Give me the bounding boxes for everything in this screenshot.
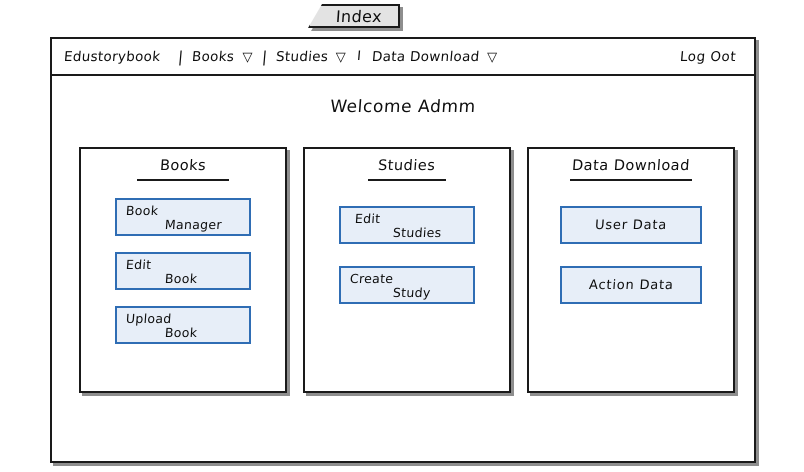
welcome-message: Welcome Admm: [329, 97, 477, 117]
user-data-button[interactable]: User Data: [560, 206, 702, 244]
panel-studies: Studies Edit Studies Create Study: [303, 147, 511, 393]
chevron-down-icon: ▽: [242, 50, 253, 65]
panel-books-title: Books: [159, 158, 207, 174]
panel-data-download: Data Download User Data Action Data: [527, 147, 735, 393]
edit-studies-button-line1: Edit: [354, 211, 381, 226]
panel-books-underline: [137, 179, 229, 181]
create-study-button-line2: Study: [392, 285, 432, 300]
edit-book-button-line1: Edit: [125, 257, 152, 272]
chevron-down-icon: ▽: [487, 50, 498, 65]
edit-book-button-line2: Book: [164, 271, 198, 286]
panel-studies-title: Studies: [377, 158, 437, 174]
create-study-button[interactable]: Create Study: [339, 266, 475, 304]
nav-item-data-download[interactable]: Data Download ▽: [370, 48, 498, 65]
nav-brand-edustorybook[interactable]: Edustorybook: [63, 48, 161, 65]
panel-books-buttons: Book Manager Edit Book Upload Book: [81, 198, 285, 344]
user-data-button-label: User Data: [594, 217, 668, 233]
edit-book-button[interactable]: Edit Book: [115, 252, 251, 290]
nav-item-books[interactable]: Books ▽: [191, 48, 253, 65]
nav-separator-1: |: [177, 47, 185, 66]
nav-item-data-download-label: Data Download: [370, 48, 480, 65]
nav-left-group: Edustorybook | Books ▽ | Studies ▽ I Dat…: [63, 47, 680, 66]
book-manager-button[interactable]: Book Manager: [115, 198, 251, 236]
edit-studies-button-line2: Studies: [392, 225, 442, 240]
upload-book-button-line2: Book: [164, 325, 198, 340]
chevron-down-icon: ▽: [335, 50, 346, 65]
upload-book-button-line1: Upload: [125, 311, 173, 326]
navigation-bar: Edustorybook | Books ▽ | Studies ▽ I Dat…: [52, 39, 754, 76]
panel-books: Books Book Manager Edit Book Upload Book: [79, 147, 287, 393]
action-data-button[interactable]: Action Data: [560, 266, 702, 304]
nav-item-books-label: Books: [191, 48, 236, 65]
edit-studies-button[interactable]: Edit Studies: [339, 206, 475, 244]
book-manager-button-line1: Book: [125, 203, 159, 218]
nav-separator-2: |: [260, 47, 268, 66]
create-study-button-line1: Create: [349, 271, 394, 286]
nav-item-studies-label: Studies: [274, 48, 329, 65]
panel-data-download-title: Data Download: [571, 158, 691, 174]
nav-item-studies[interactable]: Studies ▽: [274, 48, 346, 65]
title-tab-body: [308, 4, 400, 28]
panels-row: Books Book Manager Edit Book Upload Book: [79, 147, 735, 393]
window-frame: Edustorybook | Books ▽ | Studies ▽ I Dat…: [50, 37, 756, 463]
nav-item-logout[interactable]: Log Oot: [679, 48, 737, 65]
window-title-tab: Index: [308, 4, 403, 31]
panel-data-download-buttons: User Data Action Data: [529, 206, 733, 304]
panel-studies-underline: [368, 179, 446, 181]
title-tab-label: Index: [335, 6, 383, 26]
action-data-button-label: Action Data: [588, 277, 674, 293]
book-manager-button-line2: Manager: [164, 217, 223, 232]
panel-studies-buttons: Edit Studies Create Study: [305, 206, 509, 304]
panel-data-download-underline: [570, 179, 692, 181]
upload-book-button[interactable]: Upload Book: [115, 306, 251, 344]
nav-separator-3: I: [356, 49, 362, 64]
